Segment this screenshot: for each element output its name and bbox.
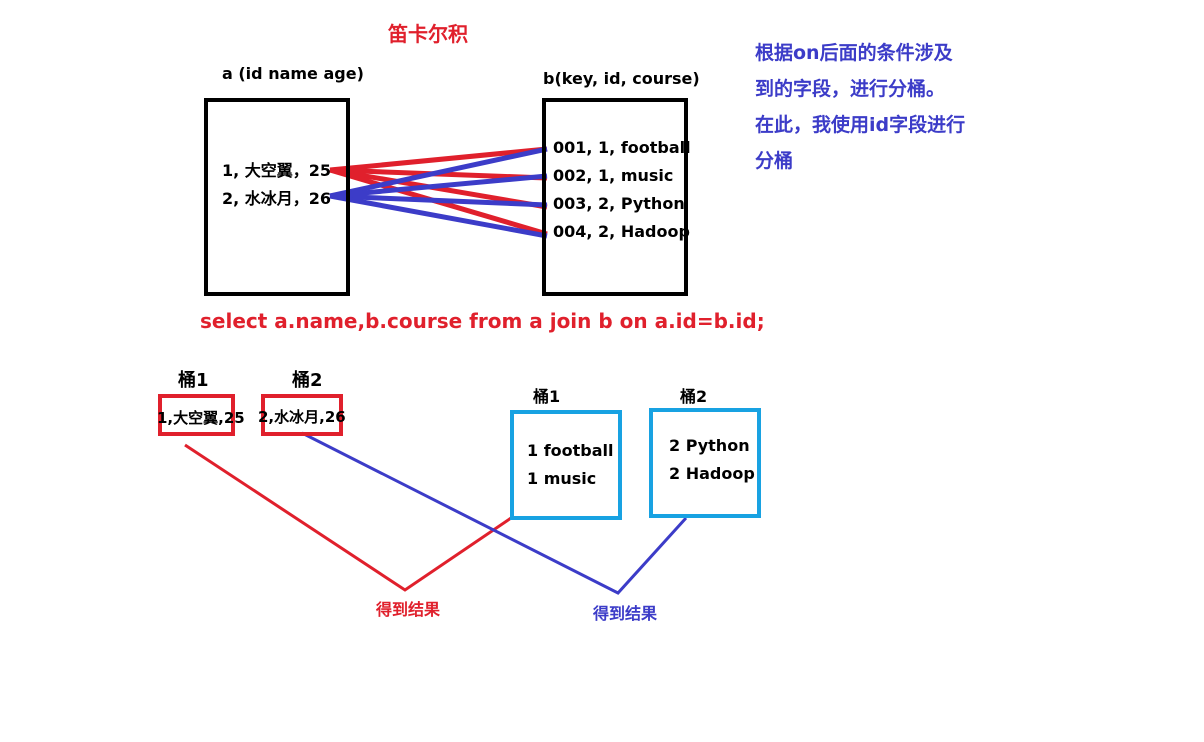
left-bucket-2-box (261, 394, 343, 436)
left-bucket-content: 1,大空翼,25 (157, 409, 245, 427)
right-bucket-1-box (510, 410, 622, 520)
red-link-4 (329, 167, 548, 237)
table-a-box (204, 98, 350, 296)
table-b-box (542, 98, 688, 296)
blue-link-1 (329, 146, 548, 199)
left-bucket-label: 桶1 (178, 370, 209, 391)
left-bucket-content: 2,水冰月,26 (258, 408, 346, 426)
red-result-connector (184, 443, 515, 592)
right-bucket-label: 桶1 (533, 387, 561, 406)
table-b-label: b(key, id, course) (543, 69, 700, 88)
result-label-red: 得到结果 (376, 600, 441, 619)
table-a-row: 2, 水冰月，26 (222, 189, 332, 208)
diagram-title: 笛卡尔积 (388, 22, 468, 46)
table-a-label: a (id name age) (222, 64, 364, 83)
right-bucket-line: 1 music (527, 469, 597, 488)
note-line: 到的字段，进行分桶。 (755, 78, 946, 100)
right-bucket-line: 2 Hadoop (669, 464, 755, 483)
blue-link-4 (329, 193, 548, 239)
blue-link-2 (329, 173, 548, 199)
right-bucket-2-box (649, 408, 761, 518)
left-bucket-1-box (158, 394, 235, 436)
right-bucket-label: 桶2 (680, 387, 708, 406)
right-bucket-line: 1 football (527, 441, 614, 460)
red-link-1 (329, 146, 548, 173)
note-line: 根据on后面的条件涉及 (755, 42, 953, 64)
table-b-row: 002, 1, music (553, 166, 674, 185)
red-link-3 (329, 167, 548, 210)
result-label-blue: 得到结果 (593, 604, 658, 623)
right-bucket-line: 2 Python (669, 436, 750, 455)
red-link-2 (329, 167, 548, 181)
left-bucket-label: 桶2 (292, 370, 323, 391)
blue-link-3 (329, 193, 548, 208)
table-b-row: 004, 2, Hadoop (553, 222, 690, 241)
note-line: 分桶 (755, 150, 794, 172)
note-line: 在此，我使用id字段进行 (755, 114, 966, 136)
table-b-row: 001, 1, football (553, 138, 691, 157)
sql-statement: select a.name,b.course from a join b on … (200, 309, 765, 333)
table-b-row: 003, 2, Python (553, 194, 685, 213)
blue-result-connector (301, 431, 688, 595)
table-a-row: 1, 大空翼，25 (222, 161, 332, 180)
